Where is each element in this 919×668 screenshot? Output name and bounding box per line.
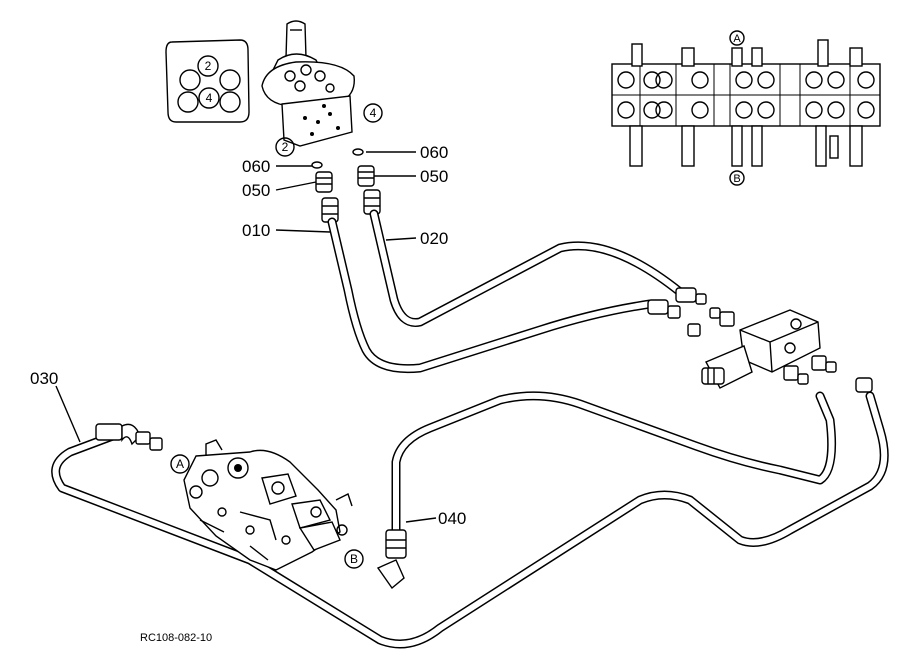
hose-020 bbox=[369, 209, 685, 328]
right-block-fittings bbox=[647, 287, 873, 393]
pattern-port-2-label: 2 bbox=[205, 59, 212, 73]
leader-lines bbox=[55, 151, 437, 523]
label-030: 030 bbox=[30, 369, 58, 388]
label-010: 010 bbox=[242, 221, 270, 240]
label-040: 040 bbox=[438, 509, 466, 528]
main-valve-assembly: A B bbox=[170, 439, 364, 571]
drawing-code: RC108-082-10 bbox=[140, 632, 212, 644]
label-060-left: 060 bbox=[242, 157, 270, 176]
bank-port-A-marker: A bbox=[733, 33, 741, 45]
hose-040 bbox=[391, 391, 837, 539]
lever-fittings bbox=[311, 148, 381, 223]
hose-030-fittings bbox=[95, 423, 163, 451]
lever-port-4-marker: 4 bbox=[370, 106, 377, 120]
hose-030 bbox=[51, 391, 889, 649]
pilot-control-lever: 2 4 bbox=[261, 20, 383, 157]
label-050-right: 050 bbox=[420, 167, 448, 186]
hose-010 bbox=[327, 217, 655, 374]
junction-block bbox=[701, 309, 821, 389]
lever-port-2-marker: 2 bbox=[282, 140, 289, 154]
bank-port-B-marker: B bbox=[733, 173, 740, 185]
pattern-port-4-label: 4 bbox=[206, 91, 213, 105]
valve-port-A-marker: A bbox=[176, 457, 184, 471]
port-pattern-inset: 2 4 bbox=[165, 39, 250, 123]
label-020: 020 bbox=[420, 229, 448, 248]
label-060-right: 060 bbox=[420, 143, 448, 162]
valve-port-B-marker: B bbox=[350, 552, 358, 566]
part-number-labels: 060 060 050 050 010 020 030 040 bbox=[30, 143, 466, 528]
label-050-left: 050 bbox=[242, 181, 270, 200]
control-valve-bank: A B bbox=[611, 30, 881, 186]
hose-040-fittings bbox=[376, 529, 407, 590]
